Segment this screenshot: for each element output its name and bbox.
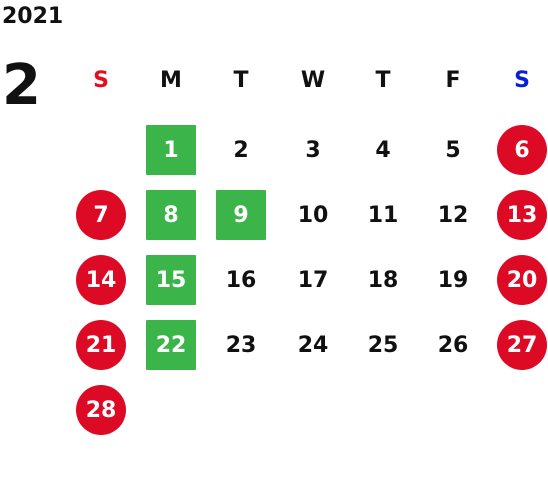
day-cell-9: 9 xyxy=(216,190,266,240)
day-cell-11: 11 xyxy=(367,202,399,228)
month-number: 2 xyxy=(2,53,41,118)
day-cell-20: 20 xyxy=(497,255,547,305)
day-cell-21: 21 xyxy=(76,320,126,370)
weekday-header-0: S xyxy=(93,68,109,93)
day-cell-18: 18 xyxy=(367,267,399,293)
weekday-header-4: T xyxy=(375,68,391,93)
year-label: 2021 xyxy=(2,4,64,29)
day-cell-25: 25 xyxy=(367,332,399,358)
day-cell-15: 15 xyxy=(146,255,196,305)
day-cell-22: 22 xyxy=(146,320,196,370)
day-cell-2: 2 xyxy=(233,137,249,163)
weekday-header-5: F xyxy=(445,68,461,93)
day-cell-4: 4 xyxy=(375,137,391,163)
day-cell-10: 10 xyxy=(297,202,329,228)
day-cell-13: 13 xyxy=(497,190,547,240)
day-cell-17: 17 xyxy=(297,267,329,293)
weekday-header-6: S xyxy=(514,68,530,93)
weekday-header-2: T xyxy=(233,68,249,93)
day-cell-26: 26 xyxy=(437,332,469,358)
day-cell-12: 12 xyxy=(437,202,469,228)
weekday-header-3: W xyxy=(300,68,326,93)
day-cell-14: 14 xyxy=(76,255,126,305)
day-cell-7: 7 xyxy=(76,190,126,240)
day-cell-3: 3 xyxy=(305,137,321,163)
day-cell-8: 8 xyxy=(146,190,196,240)
day-cell-24: 24 xyxy=(297,332,329,358)
weekday-header-1: M xyxy=(160,68,182,93)
day-cell-27: 27 xyxy=(497,320,547,370)
day-cell-16: 16 xyxy=(225,267,257,293)
day-cell-28: 28 xyxy=(76,385,126,435)
day-cell-6: 6 xyxy=(497,125,547,175)
day-cell-19: 19 xyxy=(437,267,469,293)
day-cell-23: 23 xyxy=(225,332,257,358)
day-cell-1: 1 xyxy=(146,125,196,175)
day-cell-5: 5 xyxy=(445,137,461,163)
